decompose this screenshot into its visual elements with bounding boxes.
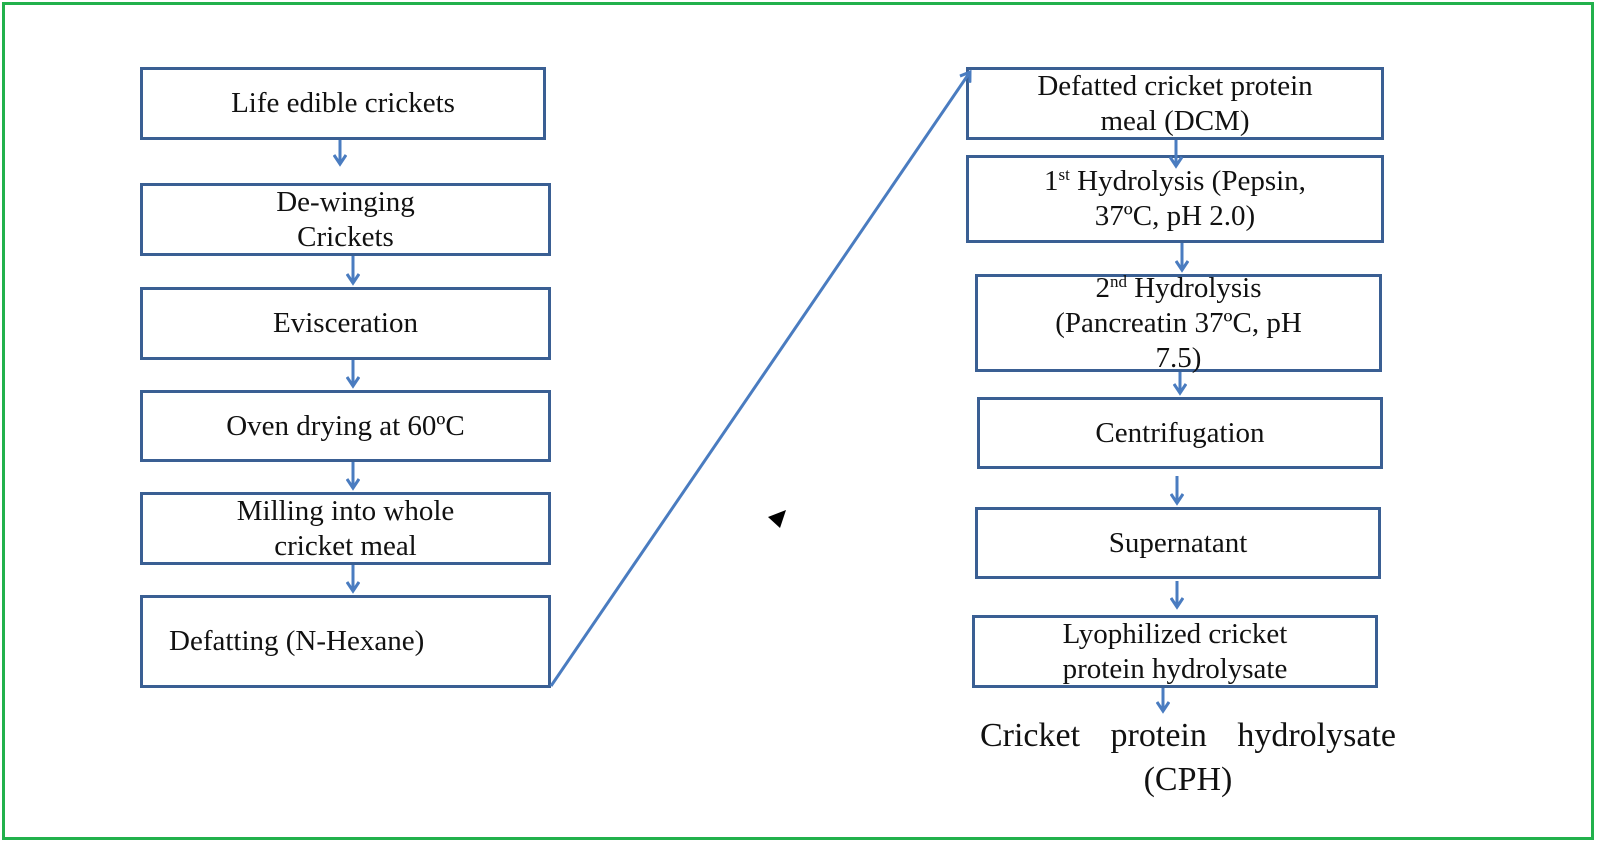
step-evisceration: Evisceration (140, 287, 551, 360)
cursor-icon (768, 510, 786, 528)
step-label: Oven drying at 60ºC (226, 409, 465, 442)
step-label: De-winging (276, 185, 415, 218)
ordinal-number: 1 (1044, 165, 1059, 197)
step-label: 37ºC, pH 2.0) (1094, 200, 1256, 232)
ordinal-suffix: st (1058, 165, 1070, 184)
step-label: Life edible crickets (231, 87, 455, 119)
step-label: 1st Hydrolysis (Pepsin, (1044, 164, 1306, 199)
step-label: 2nd Hydrolysis (1095, 271, 1261, 306)
ordinal-suffix: nd (1109, 271, 1127, 291)
step-oven-drying: Oven drying at 60ºC (140, 390, 551, 462)
final-product-name: Cricket protein hydrolysate (979, 717, 1396, 754)
step-label: Centrifugation (1095, 416, 1265, 449)
step-label: Defatting (N-Hexane) (169, 625, 425, 657)
step-milling: Milling into whole cricket meal (140, 492, 551, 565)
step-centrifugation: Centrifugation (977, 397, 1383, 469)
ordinal-number: 2 (1095, 271, 1110, 304)
step-label-rest: Hydrolysis (1126, 271, 1262, 304)
final-product-label: Cricket protein hydrolysate (CPH) (948, 714, 1428, 802)
step-defatted-meal: Defatted cricket protein meal (DCM) (966, 67, 1384, 140)
step-label: protein hydrolysate (1062, 652, 1288, 685)
step-label: Defatted cricket protein (1037, 69, 1313, 102)
step-label: Milling into whole (236, 494, 455, 527)
step-lyophilized: Lyophilized cricket protein hydrolysate (972, 615, 1378, 688)
step-label: 7.5) (1155, 341, 1202, 374)
final-product-abbreviation: (CPH) (1143, 761, 1233, 798)
step-second-hydrolysis: 2nd Hydrolysis (Pancreatin 37ºC, pH 7.5) (975, 271, 1382, 374)
step-label: Crickets (297, 220, 394, 253)
arrow-connector (549, 72, 970, 687)
step-label: Supernatant (1108, 526, 1248, 559)
step-label: (Pancreatin 37ºC, pH (1055, 306, 1302, 339)
step-label: meal (DCM) (1100, 104, 1250, 137)
step-label: Evisceration (273, 307, 418, 339)
step-live-crickets: Life edible crickets (140, 67, 546, 140)
step-defatting: Defatting (N-Hexane) (140, 595, 551, 688)
step-label: cricket meal (274, 529, 417, 562)
step-de-winging: De-winging Crickets (140, 183, 551, 256)
step-supernatant: Supernatant (975, 507, 1381, 579)
step-label: Lyophilized cricket (1062, 617, 1288, 650)
step-label-rest: Hydrolysis (Pepsin, (1069, 165, 1306, 197)
